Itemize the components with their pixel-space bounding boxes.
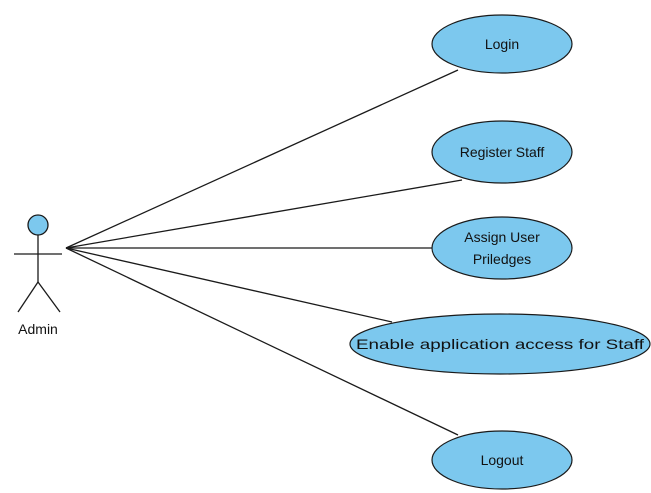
use-case-enable-application-access[interactable]: Enable application access for Staff	[349, 313, 651, 375]
use-case-logout-label: Logout	[481, 452, 524, 468]
use-case-enable-application-access-label: Enable application access for Staff	[356, 336, 644, 352]
use-case-register-staff-ellipse	[431, 120, 573, 184]
association-logout	[65, 247, 459, 436]
actor-left-leg	[17, 281, 39, 313]
use-case-login[interactable]: Login	[431, 14, 573, 74]
use-case-register-staff[interactable]: Register Staff	[431, 120, 573, 184]
actor-head-icon	[27, 214, 49, 236]
association-enable-application-access	[65, 247, 393, 323]
use-case-logout[interactable]: Logout	[431, 430, 573, 490]
use-case-assign-user-priledges-label-line-2: Priledges	[473, 251, 531, 267]
use-case-login-label: Login	[485, 36, 519, 52]
use-case-assign-user-priledges[interactable]: Assign User Priledges	[431, 216, 573, 280]
use-case-register-staff-label: Register Staff	[460, 144, 545, 160]
use-case-assign-user-priledges-label-line-1: Assign User	[464, 229, 540, 245]
association-register-staff	[65, 179, 463, 249]
use-case-assign-user-priledges-ellipse	[431, 216, 573, 280]
use-case-enable-application-access-ellipse	[349, 313, 651, 375]
actor-right-leg	[37, 281, 61, 313]
use-case-logout-ellipse	[431, 430, 573, 490]
association-login	[65, 69, 459, 249]
actor-label: Admin	[18, 321, 58, 337]
association-lines	[65, 69, 463, 436]
use-case-login-ellipse	[431, 14, 573, 74]
actor-admin[interactable]: Admin	[14, 214, 62, 337]
